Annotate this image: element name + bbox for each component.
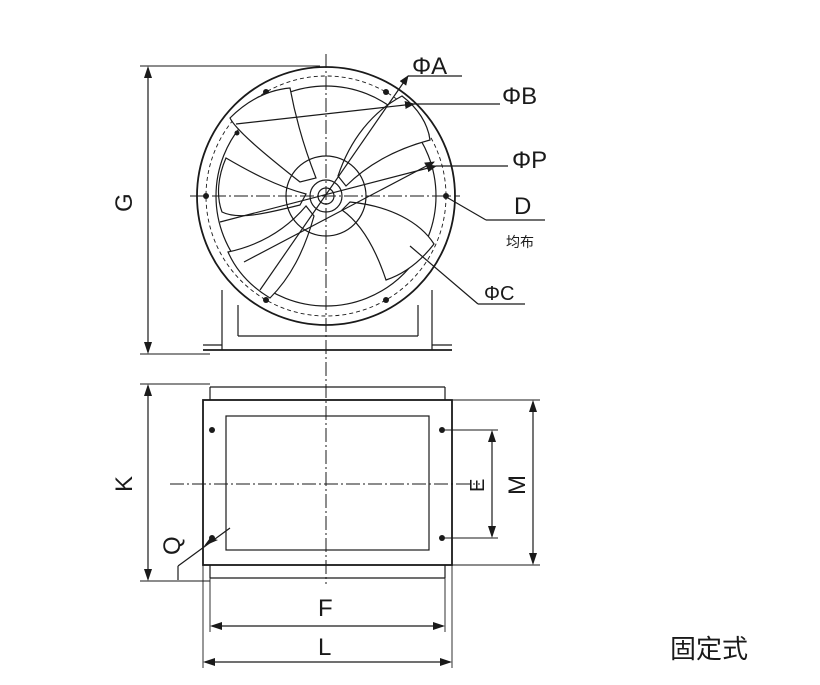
label-l: L xyxy=(318,634,331,661)
f-dimension xyxy=(209,578,446,632)
diameter-leaders xyxy=(219,75,545,305)
mounting-holes xyxy=(209,427,445,541)
label-g: G xyxy=(111,193,138,212)
caption-fixed-type: 固定式 xyxy=(670,635,748,665)
label-phi-a: ΦA xyxy=(412,53,447,80)
inner-opening xyxy=(225,415,430,551)
label-e: E xyxy=(467,479,489,492)
e-dimension xyxy=(445,429,498,539)
label-d: D xyxy=(514,193,531,220)
label-f: F xyxy=(318,595,333,622)
support-base xyxy=(203,290,452,351)
label-k: K xyxy=(111,476,138,492)
label-phi-p: ΦP xyxy=(512,147,547,174)
l-dimension xyxy=(202,565,453,668)
g-dimension xyxy=(140,65,320,355)
label-phi-b: ΦB xyxy=(502,83,537,110)
base-plate xyxy=(202,399,453,566)
label-q: Q xyxy=(159,536,186,555)
q-leader xyxy=(177,527,231,580)
bottom-view xyxy=(140,383,540,668)
k-dimension xyxy=(140,383,210,582)
front-view xyxy=(140,54,545,584)
label-phi-c: ΦC xyxy=(484,283,514,305)
label-m: M xyxy=(504,475,531,495)
m-dimension xyxy=(452,399,540,566)
label-evenly-distributed: 均布 xyxy=(506,235,534,251)
impeller-blades xyxy=(217,87,435,299)
